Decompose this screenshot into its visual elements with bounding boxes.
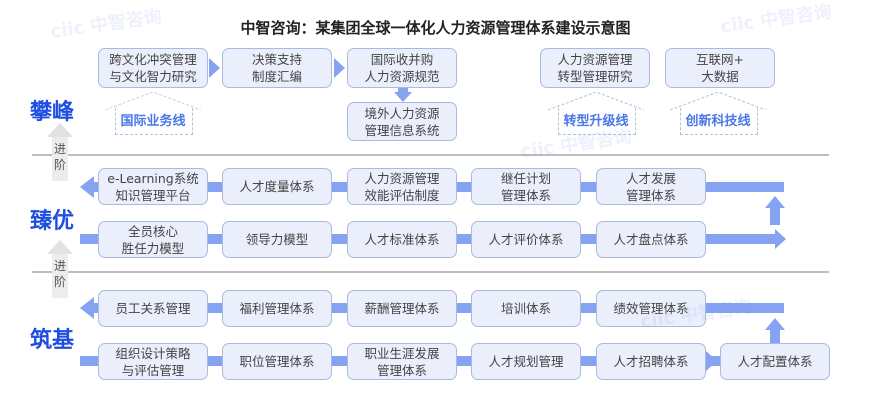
arrow-left-icon	[80, 176, 94, 198]
peak-box: 国际收并购 人力资源规范	[347, 48, 457, 88]
excellence-box: 人才评价体系	[471, 221, 581, 258]
excellence-box: 领导力模型	[222, 221, 332, 258]
foundation-box: 人才招聘体系	[596, 343, 706, 380]
business-line-transformation: 转型升级线	[548, 92, 644, 135]
peak-box: 境外人力资源 管理信息系统	[347, 102, 457, 141]
peak-box: 人力资源管理 转型管理研究	[540, 48, 650, 88]
excellence-box: 人才盘点体系	[596, 221, 706, 258]
excellence-box: 人才标准体系	[347, 221, 457, 258]
excellence-box: 人力资源管理 效能评估制度	[347, 168, 457, 205]
peak-box: 决策支持 制度汇编	[222, 48, 332, 88]
divider	[32, 154, 829, 156]
diagram-title: 中智咨询：某集团全球一体化人力资源管理体系建设示意图	[240, 19, 631, 37]
business-line-international: 国际业务线	[105, 92, 201, 135]
foundation-box: 员工关系管理	[98, 290, 208, 327]
level-excellence: 臻优	[30, 209, 75, 234]
foundation-box: 绩效管理体系	[596, 290, 706, 327]
arrow-right-icon	[775, 229, 786, 249]
advance-arrow: 进 阶	[47, 240, 73, 298]
foundation-box: 人才配置体系	[720, 343, 830, 380]
connector	[398, 88, 408, 93]
business-line-innovation: 创新科技线	[670, 92, 766, 135]
advance-arrow: 进 阶	[47, 123, 73, 181]
arrow-right-icon	[334, 58, 345, 78]
excellence-box: 全员核心 胜任力模型	[98, 221, 208, 258]
excellence-box: 人才发展 管理体系	[596, 168, 706, 205]
foundation-box: 组织设计策略 与评估管理	[98, 343, 208, 380]
level-foundation: 筑基	[30, 328, 75, 353]
foundation-box: 培训体系	[471, 290, 581, 327]
excellence-box: e-Learning系统 知识管理平台	[98, 168, 208, 205]
foundation-box: 人才规划管理	[471, 343, 581, 380]
level-peak: 攀峰	[30, 100, 75, 125]
foundation-box: 职业生涯发展 管理体系	[347, 343, 457, 380]
excellence-box: 继任计划 管理体系	[471, 168, 581, 205]
arrow-right-icon	[209, 58, 220, 78]
arrow-down-icon	[394, 92, 412, 102]
arrow-up-icon	[765, 196, 785, 208]
connector	[770, 207, 780, 225]
foundation-box: 福利管理体系	[222, 290, 332, 327]
excellence-box: 人才度量体系	[222, 168, 332, 205]
divider	[32, 271, 829, 273]
arrow-up-icon	[765, 318, 785, 330]
foundation-box: 职位管理体系	[222, 343, 332, 380]
peak-box: 跨文化冲突管理 与文化智力研究	[98, 48, 208, 88]
connector	[770, 329, 780, 344]
foundation-box: 薪酬管理体系	[347, 290, 457, 327]
peak-box: 互联网+ 大数据	[665, 48, 775, 88]
arrow-left-icon	[80, 297, 94, 319]
